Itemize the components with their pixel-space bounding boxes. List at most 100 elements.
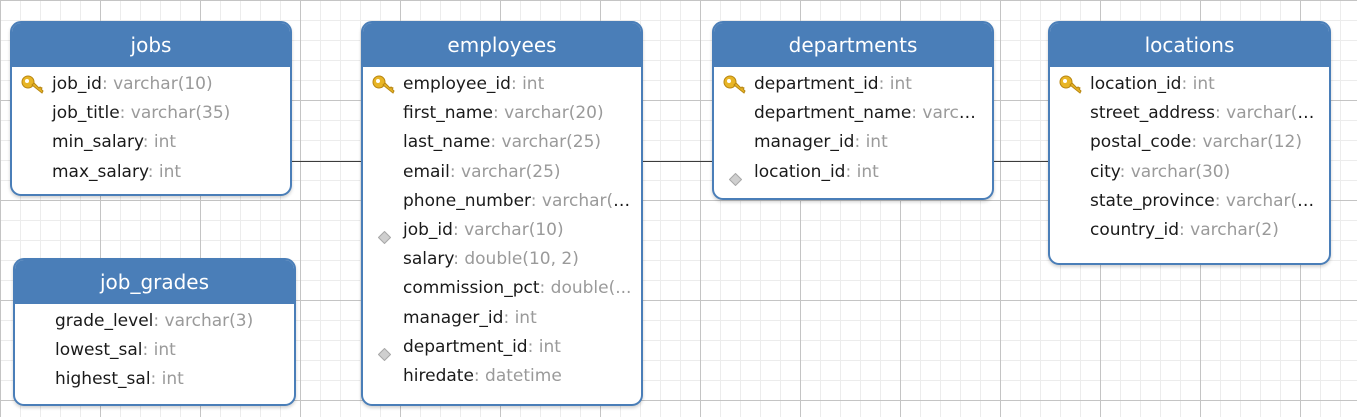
field-type: : varchar(40) [1215,103,1326,124]
table-employees[interactable]: employees employee_id: int first_name: v… [361,21,643,406]
field-type: : varchar(3) [153,311,254,331]
field-type: : varchar(20) [492,103,604,124]
foreign-key-icon [728,167,743,186]
field-name: job_id [403,219,453,240]
field-row[interactable]: department_id: int [714,70,992,99]
field-row[interactable]: email: varchar(25) [363,158,641,187]
table-header[interactable]: departments [714,23,992,67]
field-row[interactable]: lowest_sal: int [15,336,294,365]
field-name: job_title [52,103,120,124]
field-type: : varchar(25) [1214,190,1326,211]
foreign-key-icon [377,342,392,361]
field-type: : int [503,307,537,328]
field-row[interactable]: location_id: int [714,158,992,187]
field-type: : varchar(2) [1179,219,1279,240]
field-list: department_id: int department_name: varc… [714,67,992,187]
field-type: : int [510,74,545,94]
field-type: : int [147,161,182,182]
field-name: manager_id [403,307,504,328]
relationship-line-employees-departments[interactable] [642,161,714,162]
field-type: : int [527,336,561,357]
primary-key-icon [21,73,45,95]
field-name: department_id [403,336,528,357]
table-jobs[interactable]: jobs job_id: varchar(10) job_title: varc… [10,21,292,196]
field-type: : varchar(25) [490,132,602,153]
field-list: grade_level: varchar(3) lowest_sal: int … [15,304,294,395]
field-name: location_id [754,161,846,182]
field-name: location_id [1090,74,1182,94]
field-row[interactable]: city: varchar(30) [1050,158,1329,187]
field-row[interactable]: country_id: varchar(2) [1050,216,1329,245]
field-type: : datetime [473,365,562,386]
field-name: job_id [52,74,102,94]
field-name: state_province [1090,190,1215,211]
field-name: department_name [754,103,912,124]
field-type: : varchar(35) [119,103,231,124]
field-name: commission_pct [403,278,540,299]
field-type: : int [878,74,912,94]
field-type: : int [150,369,184,390]
field-row[interactable]: job_id: varchar(10) [363,216,641,245]
field-row[interactable]: location_id: int [1050,70,1329,99]
field-row[interactable]: department_name: varcha... [714,99,992,128]
field-row[interactable]: department_id: int [363,333,641,362]
primary-key-icon [723,73,747,95]
field-name: hiredate [403,365,474,386]
field-row[interactable]: min_salary: int [12,128,290,157]
field-type: : varchar(30) [1119,161,1231,182]
field-type: : double(10, 2) [453,249,579,270]
field-list: location_id: int street_address: varchar… [1050,67,1329,245]
field-row[interactable]: state_province: varchar(25) [1050,187,1329,216]
field-row[interactable]: employee_id: int [363,70,641,99]
field-row[interactable]: postal_code: varchar(12) [1050,128,1329,157]
field-row[interactable]: job_title: varchar(35) [12,99,290,128]
field-name: first_name [403,103,493,124]
field-list: job_id: varchar(10) job_title: varchar(3… [12,67,290,187]
field-type: : int [854,132,888,153]
field-row[interactable]: manager_id: int [363,304,641,333]
field-type: : int [142,340,176,361]
field-type: : int [845,161,879,182]
relationship-line-departments-locations[interactable] [992,161,1050,162]
field-name: department_id [754,74,879,94]
field-name: lowest_sal [55,340,143,361]
table-locations[interactable]: locations location_id: int street_addres… [1048,21,1331,265]
field-type: : varchar(10) [452,219,564,240]
field-row[interactable]: hiredate: datetime [363,362,641,391]
field-row[interactable]: highest_sal: int [15,365,294,394]
table-header[interactable]: locations [1050,23,1329,67]
field-name: manager_id [754,132,855,153]
field-name: postal_code [1090,132,1192,153]
field-type: : int [142,132,177,153]
field-type: : double(... [539,278,632,299]
field-name: min_salary [52,132,143,153]
field-row[interactable]: grade_level: varchar(3) [15,307,294,336]
table-departments[interactable]: departments department_id: int departmen… [712,21,994,200]
field-type: : varcha... [911,103,992,124]
field-row[interactable]: max_salary: int [12,158,290,187]
field-name: salary [403,249,454,270]
field-name: country_id [1090,219,1180,240]
field-row[interactable]: job_id: varchar(10) [12,70,290,99]
field-row[interactable]: salary: double(10, 2) [363,245,641,274]
field-name: city [1090,161,1120,182]
field-row[interactable]: manager_id: int [714,128,992,157]
table-header[interactable]: job_grades [15,260,294,304]
foreign-key-icon [377,225,392,245]
field-type: : varchar(20) [530,190,641,211]
table-header[interactable]: employees [363,23,641,67]
field-row[interactable]: commission_pct: double(... [363,274,641,303]
relationship-line-jobs-employees[interactable] [290,161,363,162]
table-header[interactable]: jobs [12,23,290,67]
field-name: last_name [403,132,491,153]
field-name: employee_id [403,74,511,94]
field-name: phone_number [403,190,531,211]
field-row[interactable]: last_name: varchar(25) [363,128,641,157]
field-row[interactable]: first_name: varchar(20) [363,99,641,128]
field-type: : varchar(12) [1191,132,1303,153]
field-row[interactable]: phone_number: varchar(20) [363,187,641,216]
field-row[interactable]: street_address: varchar(40) [1050,99,1329,128]
field-name: email [403,161,450,182]
table-job-grades[interactable]: job_grades grade_level: varchar(3) lowes… [13,258,296,406]
